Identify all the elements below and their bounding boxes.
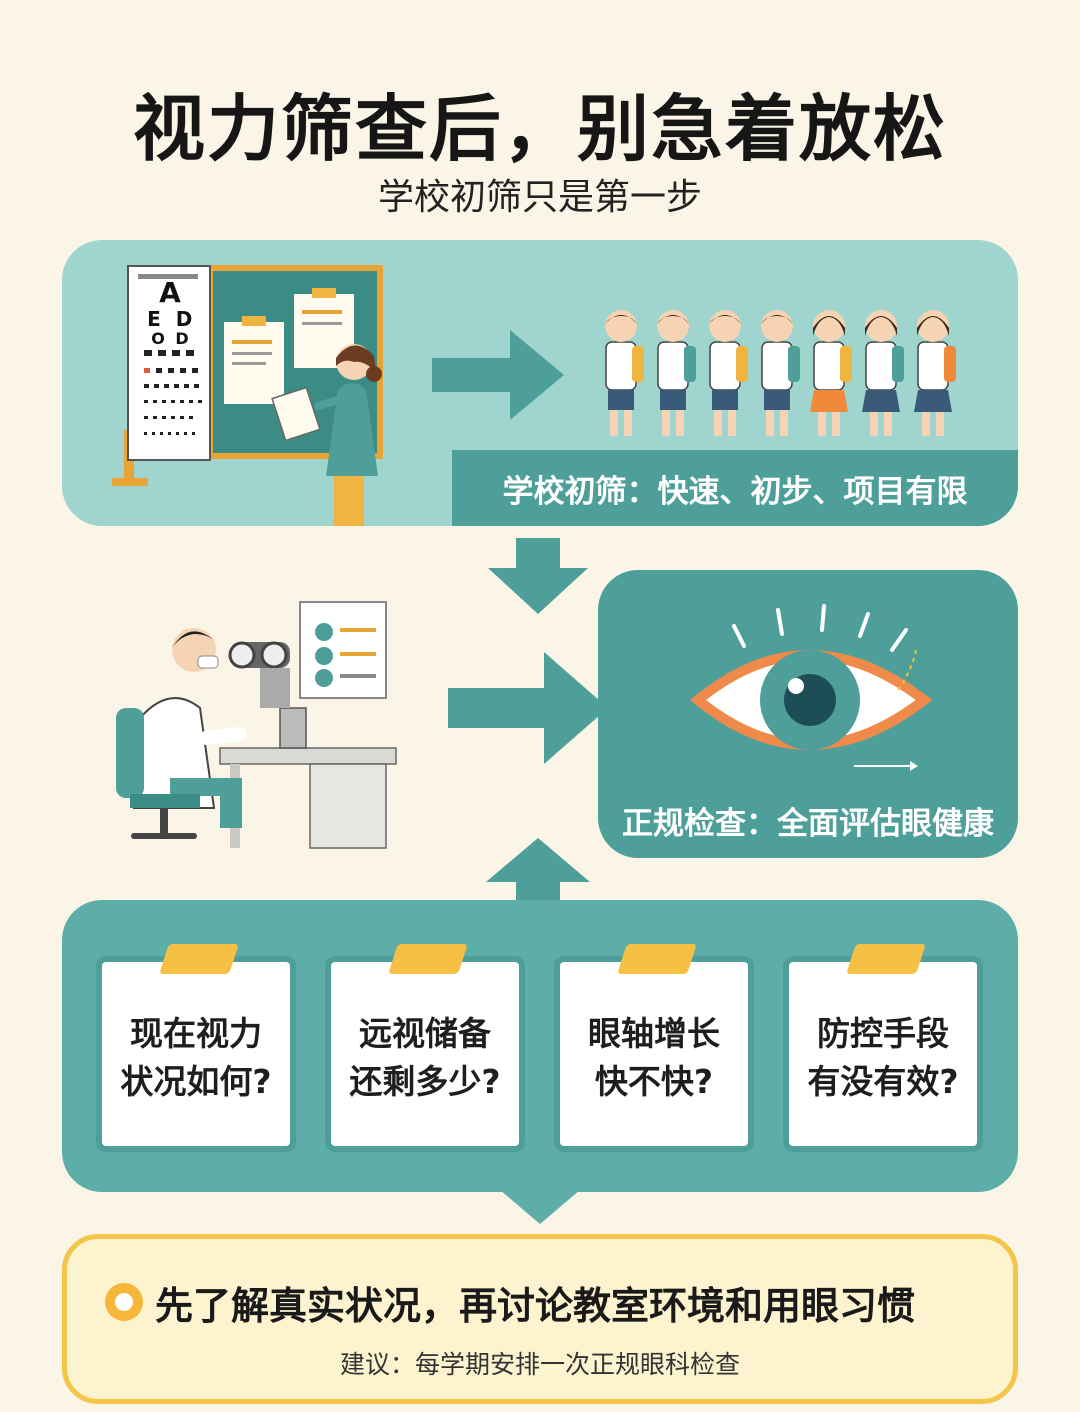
arrow-up-icon bbox=[486, 838, 590, 904]
question-line-1: 眼轴增长 bbox=[588, 1014, 720, 1053]
sticky-tab bbox=[846, 944, 926, 974]
suggestion-text: 建议：每学期安排一次正规眼科检查 bbox=[339, 1350, 740, 1379]
eye-icon bbox=[690, 604, 933, 771]
sticky-tab bbox=[159, 944, 239, 974]
question-line-2: 有没有效? bbox=[807, 1062, 959, 1101]
question-line-1: 现在视力 bbox=[130, 1014, 262, 1053]
page-subtitle: 学校初筛只是第一步 bbox=[377, 177, 702, 218]
doctor-exam-illustration bbox=[116, 601, 397, 849]
conclusion-text: 先了解真实状况，再讨论教室环境和用眼习惯 bbox=[155, 1284, 916, 1328]
arrow-down-pointer-icon bbox=[500, 1190, 580, 1224]
bullet-dot-icon bbox=[105, 1283, 143, 1321]
sticky-tab bbox=[617, 944, 697, 974]
sticky-tab bbox=[388, 944, 468, 974]
question-line-1: 防控手段 bbox=[817, 1014, 949, 1053]
question-line-1: 远视储备 bbox=[359, 1014, 491, 1053]
page-title: 视力筛查后，别急着放松 bbox=[132, 87, 947, 171]
question-line-2: 快不快? bbox=[594, 1062, 714, 1101]
formal-exam-caption: 正规检查：全面评估眼健康 bbox=[622, 806, 994, 842]
questions-panel: 现在视力 状况如何? 远视储备 还剩多少? 眼轴增长 快不快? 防控手段 有没有… bbox=[62, 900, 1018, 1192]
arrow-right-icon bbox=[448, 652, 608, 764]
question-line-2: 状况如何? bbox=[120, 1062, 272, 1101]
eye-chart-letter: E bbox=[147, 307, 161, 331]
question-card: 眼轴增长 快不快? bbox=[554, 944, 754, 1152]
eye-chart-letter: D bbox=[175, 329, 188, 348]
conclusion-panel: 先了解真实状况，再讨论教室环境和用眼习惯 建议：每学期安排一次正规眼科检查 bbox=[62, 1234, 1018, 1404]
eye-chart-letter: O bbox=[151, 329, 165, 348]
question-card: 现在视力 状况如何? bbox=[96, 944, 296, 1152]
formal-exam-panel: 正规检查：全面评估眼健康 bbox=[598, 570, 1018, 858]
question-line-2: 还剩多少? bbox=[349, 1062, 501, 1101]
arrow-right-icon bbox=[432, 330, 564, 420]
school-caption-band bbox=[452, 450, 1018, 526]
arrow-down-icon bbox=[488, 538, 588, 614]
eye-chart-letter: D bbox=[176, 307, 193, 331]
school-screening-caption: 学校初筛：快速、初步、项目有限 bbox=[502, 474, 968, 510]
eye-chart-letter: A bbox=[159, 276, 181, 309]
students-line-illustration bbox=[605, 310, 956, 436]
question-card: 远视储备 还剩多少? bbox=[325, 944, 525, 1152]
question-card: 防控手段 有没有效? bbox=[783, 944, 983, 1152]
